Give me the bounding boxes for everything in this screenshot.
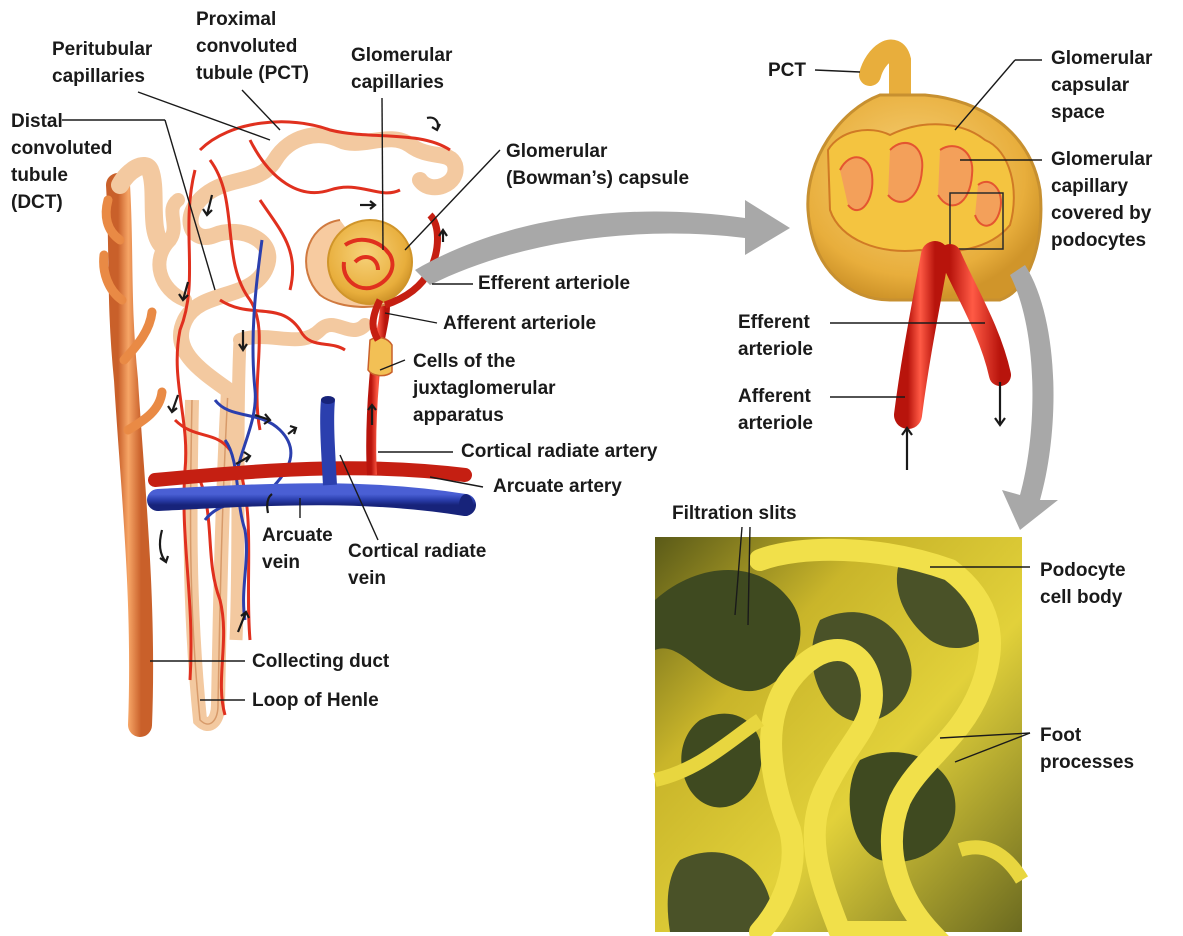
label-glomerular-bowmans-capsule: Glomerular (Bowman’s) capsule	[506, 138, 689, 192]
cortical-radiate-vein-shape	[321, 396, 335, 485]
label-glomerular-capsular-space: Glomerular capsular space	[1051, 45, 1152, 126]
label-glomerular-capillaries: Glomerular capillaries	[351, 42, 452, 96]
arcuate-vein-shape	[158, 494, 473, 516]
label-peritubular-capillaries: Peritubular capillaries	[52, 36, 152, 90]
label-pct: PCT	[768, 57, 806, 84]
label-distal-convoluted-tubule: Distal convoluted tubule (DCT)	[11, 108, 112, 216]
collecting-duct-shape	[104, 166, 162, 725]
label-efferent-arteriole-left: Efferent arteriole	[478, 270, 630, 297]
label-proximal-convoluted-tubule: Proximal convoluted tubule (PCT)	[196, 6, 309, 87]
label-cortical-radiate-artery: Cortical radiate artery	[461, 438, 657, 465]
label-podocyte-cell-body: Podocyte cell body	[1040, 557, 1126, 611]
label-efferent-arteriole-right: Efferent arteriole	[738, 309, 813, 363]
label-filtration-slits: Filtration slits	[672, 500, 797, 527]
label-cortical-radiate-vein: Cortical radiate vein	[348, 538, 486, 592]
label-arcuate-artery: Arcuate artery	[493, 473, 622, 500]
arcuate-artery-shape	[155, 468, 465, 480]
label-foot-processes: Foot processes	[1040, 722, 1134, 776]
flow-arrow-icon	[1002, 265, 1058, 530]
label-afferent-arteriole-right: Afferent arteriole	[738, 383, 813, 437]
label-glomerular-capillary-podocytes: Glomerular capillary covered by podocyte…	[1051, 146, 1152, 254]
label-collecting-duct: Collecting duct	[252, 648, 389, 675]
label-afferent-arteriole-left: Afferent arteriole	[443, 310, 596, 337]
label-juxtaglomerular-cells: Cells of the juxtaglomerular apparatus	[413, 348, 556, 429]
label-arcuate-vein: Arcuate vein	[262, 522, 333, 576]
loop-of-henle-shape	[190, 340, 240, 724]
podocyte-micrograph	[655, 537, 1022, 932]
label-loop-of-henle: Loop of Henle	[252, 687, 379, 714]
